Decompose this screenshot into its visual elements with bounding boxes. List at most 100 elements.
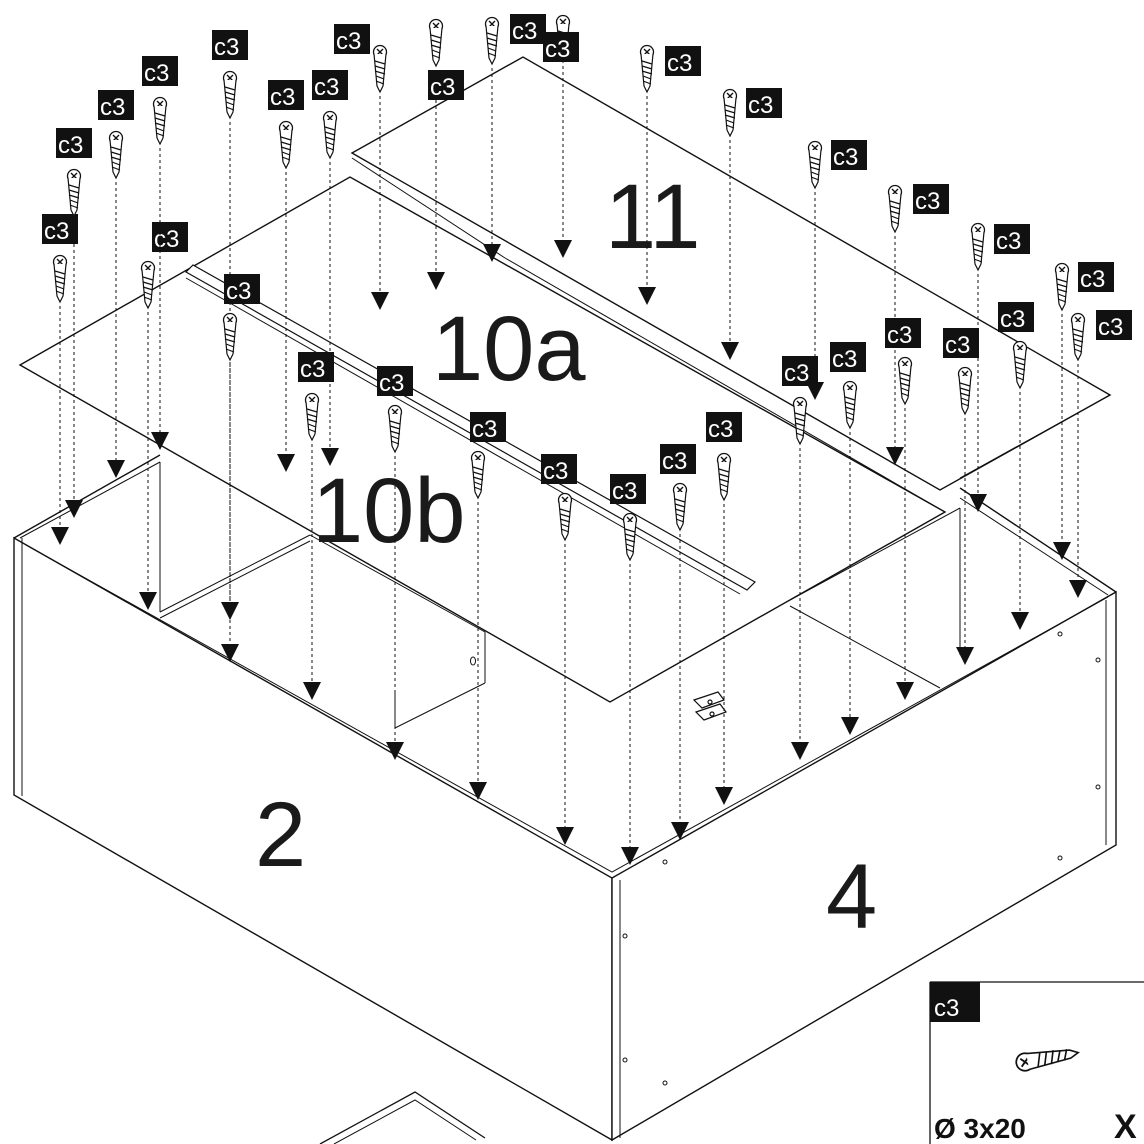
fastener-badge	[782, 356, 818, 386]
screw-callout: c3	[42, 214, 78, 545]
fastener-badge-label: c3	[214, 34, 239, 61]
fastener-badge-label: c3	[708, 416, 733, 443]
fastener-badge-label: c3	[336, 28, 361, 55]
fastener-badge	[298, 352, 334, 382]
cabinet-body	[13, 454, 1117, 1142]
screw-callout: c3	[427, 18, 464, 290]
fastener-badge-label: c3	[144, 60, 169, 87]
fastener-badge	[706, 412, 742, 442]
fastener-badge-label: c3	[612, 478, 637, 505]
fastener-badge	[1096, 310, 1132, 340]
fastener-badge	[831, 140, 867, 170]
label-part-11: 11	[605, 166, 701, 268]
fastener-badge	[334, 24, 370, 54]
screw-callout: c3	[706, 412, 742, 805]
screw-callout: c3	[139, 222, 188, 610]
screw-callout: c3	[541, 454, 577, 845]
screw-icon	[842, 380, 858, 429]
screw-icon	[957, 366, 973, 415]
fastener-badge	[913, 184, 949, 214]
screw-icon	[66, 168, 82, 217]
fastener-badge-label: c3	[314, 74, 339, 101]
screw-icon	[970, 222, 986, 271]
fastener-badge	[998, 302, 1034, 332]
arrow-down-icon	[621, 847, 639, 865]
screw-callout: c3	[943, 328, 979, 665]
screw-callout: c3	[543, 14, 579, 258]
fastener-badge-label: c3	[379, 370, 404, 397]
bottom-panel-partial	[319, 1091, 486, 1144]
screw-callout: c3	[212, 30, 248, 662]
fastener-badge	[312, 70, 348, 100]
screw-icon	[807, 140, 823, 189]
screw-icon	[484, 16, 500, 65]
fastener-badge-label: c3	[915, 188, 940, 215]
fastener-badge-label: c3	[1000, 306, 1025, 333]
arrow-down-icon	[303, 682, 321, 700]
panel-11	[350, 56, 1112, 513]
fastener-badge-label: c3	[784, 360, 809, 387]
screw-callout: c3	[221, 274, 260, 620]
arrow-down-icon	[554, 240, 572, 258]
fastener-badge	[428, 70, 464, 100]
fastener-badge	[994, 224, 1030, 254]
screw-callout: c3	[483, 14, 546, 262]
screw-callout: c3	[1053, 262, 1114, 560]
fastener-badge-label: c3	[430, 74, 455, 101]
screw-callout: c3	[312, 70, 348, 466]
fastener-badge	[152, 222, 188, 252]
fastener-badge	[42, 214, 78, 244]
fastener-badge	[224, 274, 260, 304]
fastener-badge-label: c3	[545, 36, 570, 63]
fastener-badge-label: c3	[1098, 314, 1123, 341]
fastener-badge-label: c3	[667, 50, 692, 77]
screw-icon	[897, 356, 913, 405]
screw-icon	[1013, 1043, 1081, 1074]
screw-icon	[1012, 340, 1028, 389]
fastener-badge	[746, 88, 782, 118]
fastener-badge-label: c3	[1080, 266, 1105, 293]
screw-callout: c3	[334, 24, 389, 310]
screw-callout: c3	[782, 356, 818, 760]
screw-icon	[52, 254, 68, 303]
screw-icon	[1070, 312, 1086, 361]
label-part-10a: 10a	[432, 298, 586, 400]
fastener-badge-label: c3	[154, 226, 179, 253]
screw-icon	[639, 44, 655, 93]
arrow-down-icon	[1069, 580, 1087, 598]
screw-callout: c3	[806, 140, 867, 400]
arrow-down-icon	[51, 527, 69, 545]
screw-icon	[322, 110, 338, 159]
screw-icon	[222, 70, 238, 119]
screw-callout: c3	[56, 128, 92, 518]
fastener-badge	[142, 56, 178, 86]
fastener-badge-label: c3	[44, 218, 69, 245]
fastener-legend: c3 Ø 3x20 X	[929, 981, 1144, 1144]
fastener-badge	[470, 412, 506, 442]
screw-icon	[428, 18, 444, 67]
screw-callout: c3	[268, 80, 304, 472]
screw-callout: c3	[142, 56, 178, 450]
screw-icon	[887, 184, 903, 233]
arrow-down-icon	[65, 500, 83, 518]
arrow-down-icon	[886, 447, 904, 465]
fastener-badge-label: c3	[472, 416, 497, 443]
label-part-4: 4	[826, 846, 877, 948]
fastener-badge	[610, 474, 646, 504]
fastener-badge-label: c3	[832, 346, 857, 373]
fastener-badge-label: c3	[543, 458, 568, 485]
screw-callout: c3	[1069, 310, 1132, 598]
screw-callout: c3	[969, 222, 1030, 512]
fastener-badge	[98, 90, 134, 120]
fastener-badge	[212, 30, 248, 60]
screw-callout: c3	[886, 184, 949, 465]
screw-callout: c3	[377, 366, 413, 760]
screw-icon	[1054, 262, 1070, 311]
fastener-badge-label: c3	[58, 132, 83, 159]
legend-badge	[930, 982, 980, 1022]
arrow-down-icon	[956, 647, 974, 665]
arrow-down-icon	[715, 787, 733, 805]
arrow-down-icon	[139, 592, 157, 610]
